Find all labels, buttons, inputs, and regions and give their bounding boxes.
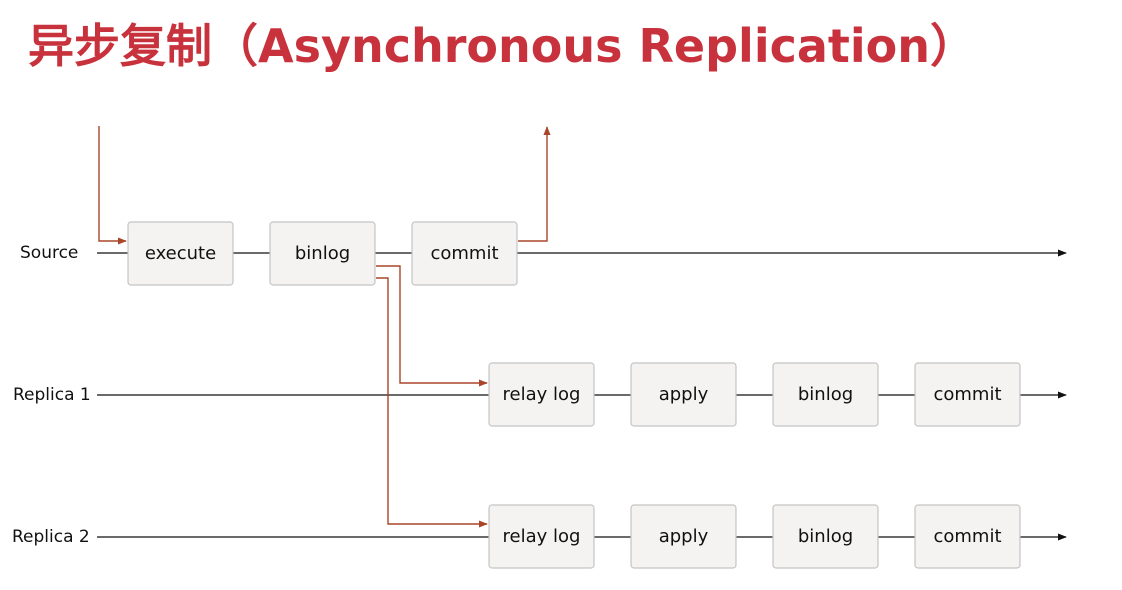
step-label: relay log [503, 526, 581, 547]
step-label: commit [933, 526, 1001, 547]
lane-source: Source execute binlog commit [20, 221, 1067, 286]
flow-arrow-commit-return [518, 126, 551, 242]
step-label: binlog [295, 243, 350, 264]
step-replica-2-binlog: binlog [772, 504, 879, 569]
lane-label-replica-1: Replica 1 [13, 385, 91, 405]
step-label: binlog [798, 384, 853, 405]
flow-arrow-into-execute [98, 126, 127, 245]
step-box [914, 362, 1021, 427]
step-box [772, 504, 879, 569]
step-label: apply [659, 526, 709, 547]
step-box [411, 221, 518, 286]
step-label: apply [659, 384, 709, 405]
step-replica-2-apply: apply [630, 504, 737, 569]
step-label: binlog [798, 526, 853, 547]
step-box [488, 504, 595, 569]
step-replica-1-commit: commit [914, 362, 1021, 427]
flow-arrow-binlog-to-replica-1 [376, 265, 488, 387]
step-replica-2-commit: commit [914, 504, 1021, 569]
lane-label-source: Source [20, 243, 78, 263]
step-source-commit: commit [411, 221, 518, 286]
step-source-binlog: binlog [269, 221, 376, 286]
step-label: execute [145, 243, 216, 264]
step-label: commit [933, 384, 1001, 405]
step-replica-2-relay-log: relay log [488, 504, 595, 569]
step-label: relay log [503, 384, 581, 405]
flow-arrow-binlog-to-replica-2 [376, 277, 488, 528]
step-box [269, 221, 376, 286]
lane-label-replica-2: Replica 2 [12, 527, 90, 547]
step-box [488, 362, 595, 427]
step-label: commit [430, 243, 498, 264]
page-title: 异步复制（Asynchronous Replication） [28, 19, 977, 73]
step-replica-1-apply: apply [630, 362, 737, 427]
step-box [772, 362, 879, 427]
step-box [630, 362, 737, 427]
step-replica-1-relay-log: relay log [488, 362, 595, 427]
lane-replica-1: Replica 1 relay log apply binlog commit [13, 362, 1067, 427]
step-replica-1-binlog: binlog [772, 362, 879, 427]
step-source-execute: execute [127, 221, 234, 286]
lane-replica-2: Replica 2 relay log apply binlog commit [12, 504, 1067, 569]
step-box [914, 504, 1021, 569]
step-box [127, 221, 234, 286]
step-box [630, 504, 737, 569]
